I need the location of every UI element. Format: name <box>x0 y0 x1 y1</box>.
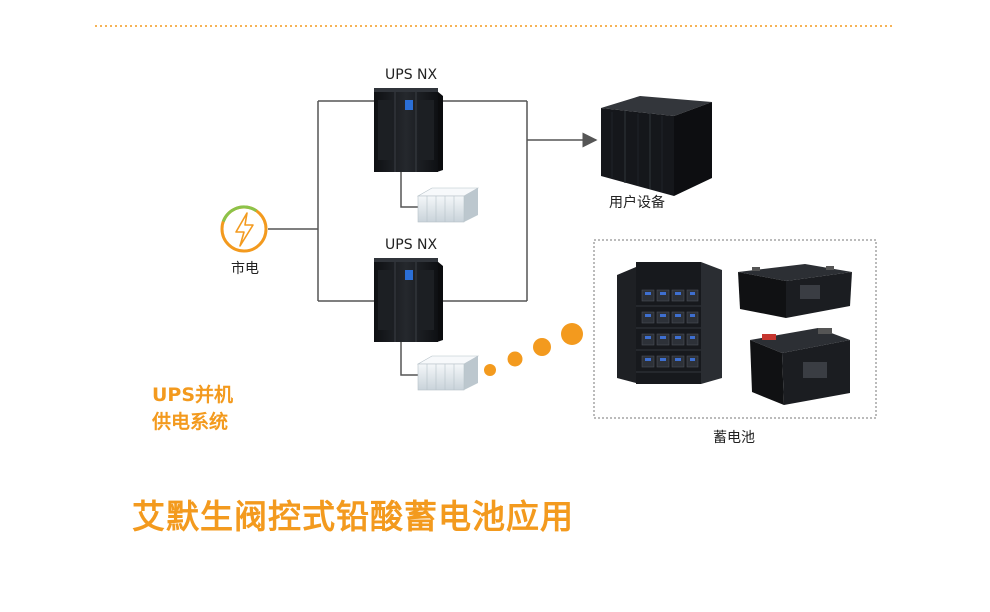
connector-dots <box>484 323 583 376</box>
battery-label: 蓄电池 <box>713 430 755 446</box>
lightning-icon <box>220 205 268 253</box>
ups-bottom-label: UPS NX <box>385 237 438 253</box>
battery-pack-bottom <box>416 355 480 391</box>
ups-cabinet-top <box>374 88 443 172</box>
user-equipment-label: 用户设备 <box>609 195 665 211</box>
system-label-line1: UPS并机 <box>152 384 234 406</box>
battery-pack-top <box>416 187 480 223</box>
system-label-line2: 供电系统 <box>152 411 229 433</box>
server-rack <box>601 96 712 196</box>
system-label: UPS并机 供电系统 <box>152 382 233 436</box>
battery-cabinet <box>617 262 722 384</box>
ups-cabinet-bottom <box>374 258 443 342</box>
ups-top-label: UPS NX <box>385 67 438 83</box>
battery-frame <box>593 239 877 419</box>
battery-block-top <box>738 264 852 318</box>
headline: 艾默生阀控式铅酸蓄电池应用 <box>132 497 574 536</box>
battery-block-bottom <box>750 328 850 405</box>
mains-label: 市电 <box>231 261 259 277</box>
